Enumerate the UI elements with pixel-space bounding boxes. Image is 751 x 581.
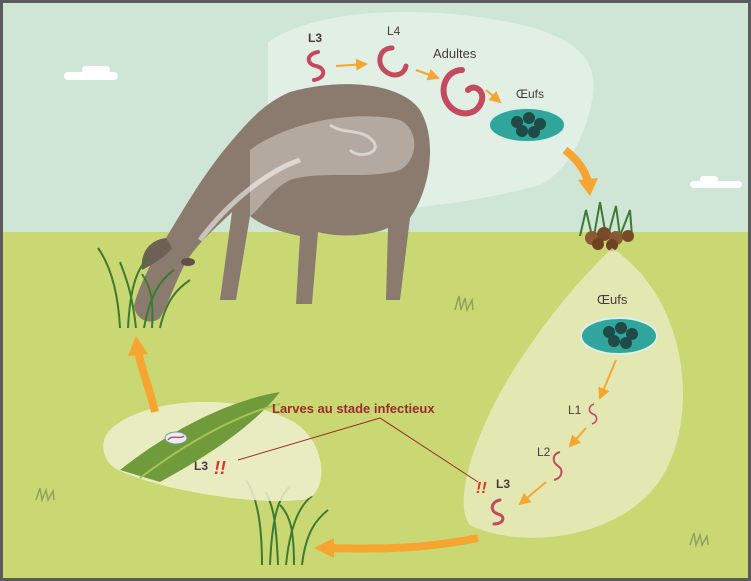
eggs-host-label: Œufs <box>516 87 544 101</box>
egg-icon <box>581 318 657 354</box>
exclaim-ground: !! <box>476 480 487 497</box>
l1-label: L1 <box>568 403 582 417</box>
egg-icon <box>489 108 565 142</box>
host-l3-label: L3 <box>308 31 322 45</box>
l2-label: L2 <box>537 445 551 459</box>
l3-ground-label: L3 <box>496 477 510 491</box>
host-l4-label: L4 <box>387 24 401 38</box>
l3-grass-label: L3 <box>194 459 208 473</box>
infective-callout: Larves au stade infectieux <box>272 401 435 416</box>
exclaim-grass: !! <box>214 458 226 478</box>
adults-label: Adultes <box>433 46 477 61</box>
eggs-ground-label: Œufs <box>597 292 628 307</box>
dew-drop-icon <box>165 432 187 444</box>
